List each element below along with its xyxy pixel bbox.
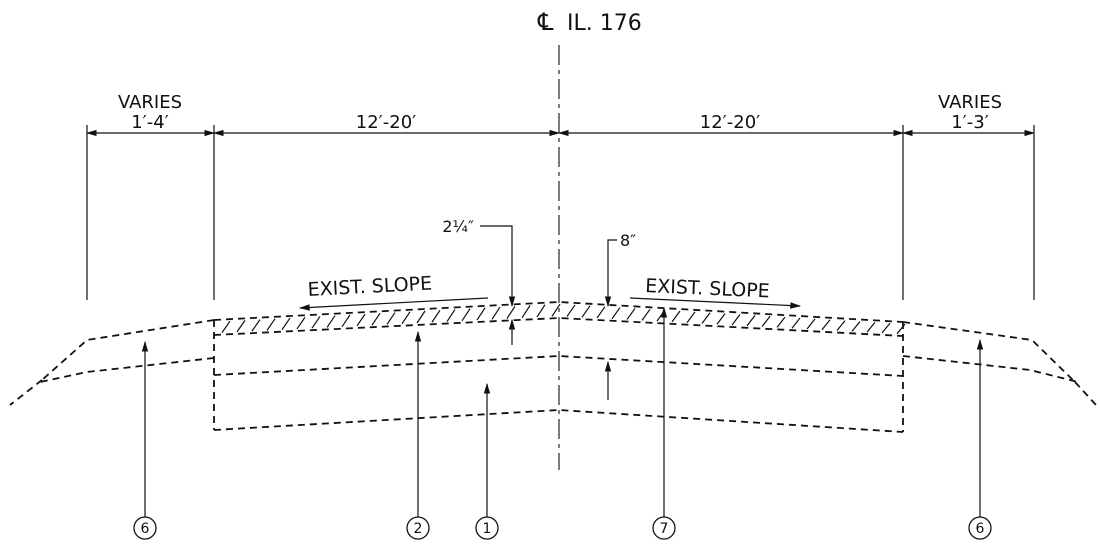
hatch-stroke: [506, 305, 516, 319]
hatch-stroke: [686, 311, 696, 324]
centerline-symbol: ℄: [537, 8, 554, 36]
hatch-stroke: [431, 309, 441, 323]
hatch-stroke: [446, 309, 456, 322]
right-slope-label: EXIST. SLOPE: [645, 275, 770, 302]
hatch-stroke: [461, 308, 471, 322]
hatch-stroke: [731, 314, 741, 326]
right-shoulder-bottom: [902, 355, 1079, 383]
hatch-stroke: [626, 308, 636, 320]
hatch-stroke: [416, 310, 426, 324]
item-marker-2: 2: [406, 516, 430, 540]
item-marker-1: 1: [475, 516, 499, 540]
slope-indicators: EXIST. SLOPE EXIST. SLOPE: [298, 273, 802, 311]
hatch-stroke: [386, 312, 396, 325]
left-shoulder-value: 1′-4′: [131, 112, 169, 133]
item-leaders: [141, 306, 984, 518]
right-shoulder-varies: VARIES: [938, 92, 1002, 113]
hatch-stroke: [851, 321, 861, 332]
svg-text:2: 2: [414, 521, 423, 537]
hatch-stroke: [566, 304, 576, 317]
hatch-stroke: [701, 312, 711, 324]
hatch-stroke: [341, 314, 351, 328]
centerline-label: ℄ IL. 176: [537, 8, 642, 36]
left-lane-value: 12′-20′: [356, 112, 416, 133]
hatch-stroke: [476, 307, 486, 321]
item-marker-6-left: 6: [133, 516, 157, 540]
hatch-stroke: [236, 320, 246, 333]
hatch-stroke: [491, 306, 501, 320]
hatch-stroke: [596, 306, 606, 319]
dimension-labels: VARIES 1′-4′ 12′-20′ 12′-20′ VARIES 1′-3…: [118, 92, 1002, 133]
hatch-stroke: [761, 315, 771, 327]
hatch-stroke: [866, 321, 876, 333]
hatch-stroke: [896, 323, 906, 335]
hatch-stroke: [806, 318, 816, 330]
hatch-stroke: [791, 317, 801, 329]
hatch-stroke: [251, 319, 261, 332]
right-lane-value: 12′-20′: [700, 112, 760, 133]
hatch-stroke: [296, 316, 306, 330]
hatch-stroke: [641, 308, 651, 321]
left-shoulder-top: [41, 319, 215, 381]
hatch-stroke: [536, 304, 546, 318]
hatch-stroke: [326, 315, 336, 328]
hatch-stroke: [821, 319, 831, 331]
hatch-stroke: [746, 315, 756, 327]
hatch-stroke: [881, 322, 891, 334]
hatch-stroke: [521, 305, 531, 319]
right-slope-arrow: [629, 297, 802, 309]
left-thickness-label: 2¼″: [442, 217, 474, 236]
hatch-stroke: [716, 313, 726, 325]
hatch-stroke: [401, 311, 411, 325]
left-slope-label: EXIST. SLOPE: [307, 273, 432, 301]
centerline-route: IL. 176: [567, 11, 642, 36]
svg-text:6: 6: [976, 521, 985, 537]
right-thickness-label: 8″: [620, 231, 636, 250]
pavement-section: [9, 301, 1097, 433]
left-slope-arrow: [298, 297, 489, 311]
surface-hatching: [221, 303, 906, 335]
hatch-stroke: [551, 303, 561, 317]
hatch-stroke: [836, 320, 846, 331]
left-shoulder-bottom: [39, 357, 215, 383]
hatch-stroke: [671, 310, 681, 323]
hatch-stroke: [266, 318, 276, 331]
svg-text:7: 7: [660, 521, 669, 537]
hatch-stroke: [371, 313, 381, 326]
extension-lines: [86, 125, 1035, 300]
hatch-stroke: [281, 317, 291, 330]
right-shoulder-value: 1′-3′: [951, 112, 989, 133]
item-marker-6-right: 6: [968, 516, 992, 540]
thickness-callouts: 2¼″ 8″: [442, 217, 636, 400]
hatch-stroke: [776, 316, 786, 328]
hatch-stroke: [611, 307, 621, 320]
svg-text:6: 6: [141, 521, 150, 537]
hatch-stroke: [311, 316, 321, 329]
hatch-stroke: [221, 320, 231, 333]
item-marker-7: 7: [652, 516, 676, 540]
svg-text:1: 1: [483, 521, 492, 537]
hatch-stroke: [356, 313, 366, 327]
right-shoulder-top: [902, 321, 1076, 383]
item-markers: 6 2 1 7 6: [133, 516, 992, 540]
hatch-stroke: [581, 305, 591, 318]
left-shoulder-varies: VARIES: [118, 92, 182, 113]
